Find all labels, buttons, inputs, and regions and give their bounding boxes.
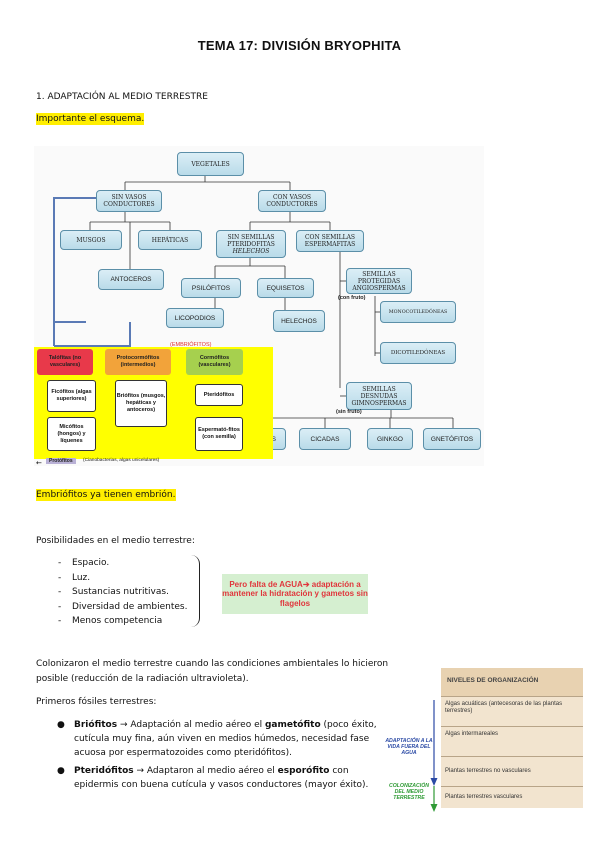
bullet-lead: → Adaptaron al medio aéreo el <box>133 766 278 776</box>
box-psilofitos: PSILÓFITOS <box>181 278 241 298</box>
box-equisetos: EQUISETOS <box>257 278 314 298</box>
box-cicadas: CICADAS <box>299 428 351 450</box>
bullet-icon: ● <box>57 766 65 776</box>
agua-callout: Pero falta de AGUA➔ adaptación a mantene… <box>222 574 368 614</box>
bullet-icon: ● <box>57 720 65 730</box>
box-hepaticas: HEPÁTICAS <box>138 230 202 250</box>
bullet-briofitos: ● Briófitos → Adaptación al medio aéreo … <box>57 718 394 760</box>
list-item: Espacio. <box>58 556 187 571</box>
levels-header: NIVELES DE ORGANIZACIÓN <box>447 677 539 684</box>
levels-row: Plantas terrestres vasculares <box>441 786 583 808</box>
colonizaron-line-1: Colonizaron el medio terrestre cuando la… <box>36 659 389 669</box>
down-arrow-icon <box>430 700 438 812</box>
levels-table: NIVELES DE ORGANIZACIÓN Algas acuáticas … <box>441 668 583 808</box>
bullet-lead: → Adaptación al medio aéreo el <box>117 720 265 730</box>
box-ginkgo: GINKGO <box>367 428 413 450</box>
list-item: Sustancias nutritivas. <box>58 585 187 600</box>
cat-cormofitos: Cormófitos (vasculares) <box>186 349 243 375</box>
curly-brace-icon <box>191 555 200 627</box>
protofitos-badge: Protófitos <box>46 458 76 464</box>
levels-header-bg <box>441 668 583 696</box>
bullet-term: Pteridófitos <box>74 766 134 776</box>
posibilidades-list: Espacio. Luz. Sustancias nutritivas. Div… <box>58 556 187 629</box>
box-gnetofitos: GNETÓFITOS <box>423 428 481 450</box>
box-sin-semillas: SIN SEMILLAS PTERIDOFITAS HELECHOS <box>216 230 286 258</box>
box-dicotiledoneas: DICOTILEDÓNEAS <box>380 342 456 364</box>
adaptacion-side-label: ADAPTACIÓN A LA VIDA FUERA DEL AGUA <box>385 738 433 756</box>
box-ficofitos: Ficófitos (algas superiores) <box>47 380 96 412</box>
box-espermatofitos: Espermató-fitos (con semilla) <box>195 417 243 451</box>
bullet-key: gametófito <box>264 720 321 730</box>
cat-protocormofitos: Protocormófitos (intermedios) <box>105 349 171 375</box>
page-title: TEMA 17: DIVISIÓN BRYOPHITA <box>197 38 402 53</box>
cat-talofitos: Talófitas (no vasculares) <box>37 349 93 375</box>
box-micofitos: Micófitos (hongos) y líquenes <box>47 417 96 451</box>
bullet-key: esporófito <box>277 766 330 776</box>
colonizacion-side-label: COLONIZACIÓN DEL MEDIO TERRESTRE <box>388 783 430 801</box>
highlight-note: Importante el esquema. <box>36 113 145 125</box>
box-licopodios: LICOPODIOS <box>166 308 224 328</box>
helechos-italic: HELECHOS <box>232 247 270 255</box>
list-item: Menos competencia <box>58 614 187 629</box>
bullet-term: Briófitos <box>74 720 118 730</box>
levels-row: Algas acuáticas (antecesoras de las plan… <box>441 696 583 726</box>
bullet-rest: con epidermis con buena cutícula y vasos… <box>74 766 369 790</box>
levels-row: Algas intermareales <box>441 726 583 756</box>
levels-row: Plantas terrestres no vasculares <box>441 756 583 786</box>
box-vegetales: VEGETALES <box>177 152 244 176</box>
box-musgos: MUSGOS <box>60 230 122 250</box>
box-con-semillas: CON SEMILLAS ESPERMAFITAS <box>296 230 364 252</box>
primeros-fosiles: Primeros fósiles terrestres: <box>36 697 157 707</box>
list-item: Diversidad de ambientes. <box>58 600 187 615</box>
bullet-pteridofitos: ● Pteridófitos → Adaptaron al medio aére… <box>57 764 394 792</box>
box-briofitos: Briófitos (musgos, hepáticas y antoceros… <box>115 380 167 427</box>
colonizaron-line-2: posible (reducción de la radiación ultra… <box>36 674 249 684</box>
embriofitos-label: (EMBRIÓFITOS) <box>170 342 212 348</box>
protofitos-note: (Cianobacterias, algas unicelulares) <box>83 458 160 463</box>
section-heading: 1. ADAPTACIÓN AL MEDIO TERRESTRE <box>36 92 208 102</box>
sin-semillas-label: SIN SEMILLAS PTERIDOFITAS <box>227 233 275 248</box>
left-arrow-icon: ← <box>36 459 42 467</box>
box-gimnospermas: SEMILLAS DESNUDAS GIMNOSPERMAS <box>346 382 412 410</box>
box-antoceros: ANTOCEROS <box>98 269 164 290</box>
classification-diagram: VEGETALES SIN VASOS CONDUCTORES CON VASO… <box>34 146 484 467</box>
embriofitos-note: Embriófitos ya tienen embrión. <box>36 489 176 501</box>
box-monocotiledoneas: MONOCOTILEDÓNEAS <box>380 301 456 323</box>
box-sin-vasos: SIN VASOS CONDUCTORES <box>96 190 162 212</box>
posibilidades-title: Posibilidades en el medio terrestre: <box>36 536 195 546</box>
diagram-connectors <box>53 176 454 428</box>
con-fruto-label: (con fruto) <box>338 295 366 301</box>
sin-fruto-label: (sin fruto) <box>336 409 362 415</box>
box-helechos: HELECHOS <box>273 310 325 332</box>
box-pteridofitos: Pteridófitos <box>195 384 243 406</box>
bullet-rest: (poco éxito, cutícula muy fina, aún vive… <box>74 720 377 758</box>
box-con-vasos: CON VASOS CONDUCTORES <box>258 190 326 212</box>
box-angiospermas: SEMILLAS PROTEGIDAS ANGIOSPERMAS <box>346 268 412 294</box>
list-item: Luz. <box>58 571 187 586</box>
